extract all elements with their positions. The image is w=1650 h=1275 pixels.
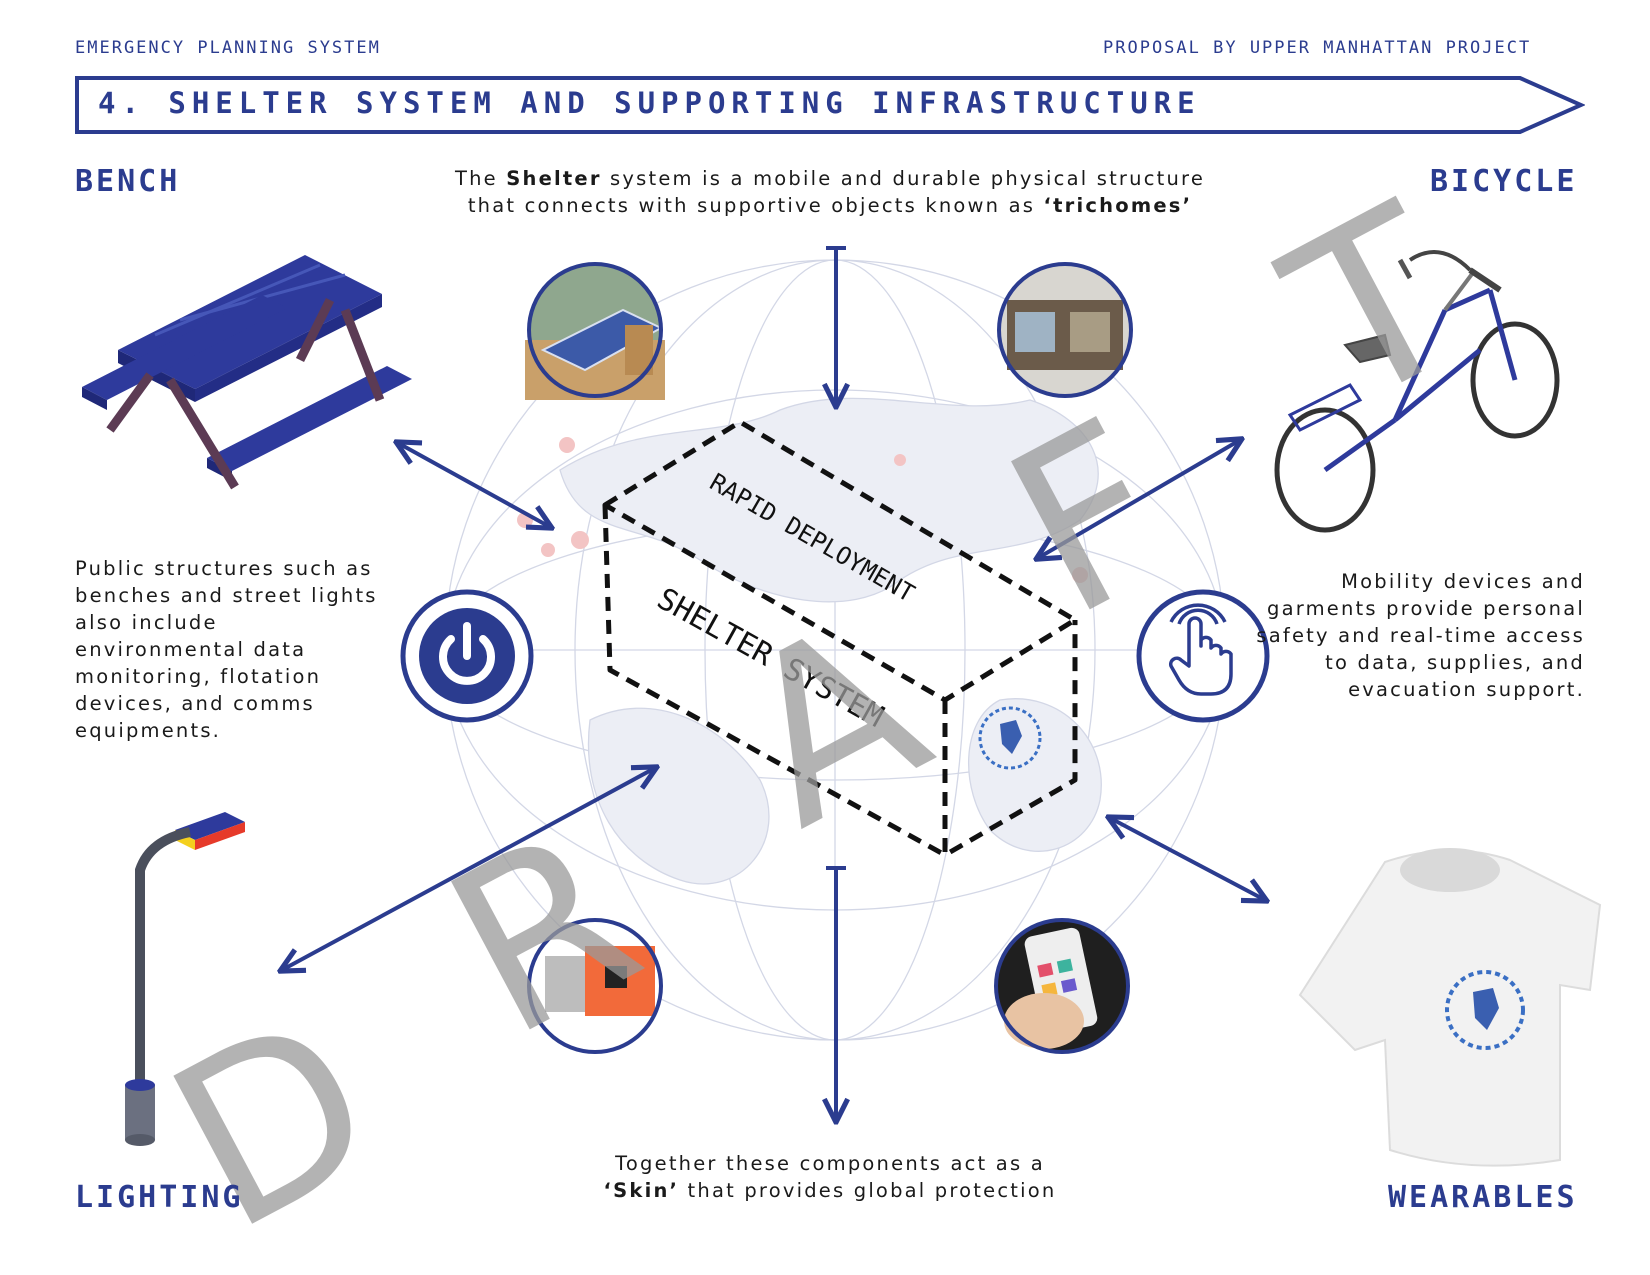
header-right: PROPOSAL BY UPPER MANHATTAN PROJECT [1103,38,1532,58]
banner-title: 4. SHELTER SYSTEM AND SUPPORTING INFRAST… [98,86,1201,120]
header-left: EMERGENCY PLANNING SYSTEM [75,38,381,58]
wearables-illustration [1298,848,1602,1167]
solar-shelter-photo [525,262,665,400]
svg-text:D: D [133,964,415,1275]
category-lighting: LIGHTING [75,1180,244,1215]
category-wearables: WEARABLES [1388,1180,1578,1215]
smartphone-photo [994,918,1130,1054]
arrow-bicycle [1038,440,1240,558]
kiosk-photo [997,262,1133,398]
category-bicycle: BICYCLE [1430,164,1578,199]
arrow-top [826,246,846,405]
banner-frame [75,76,1585,134]
un-emblem-shirt-icon [1445,970,1525,1050]
arrow-lighting [282,768,655,970]
bicycle-illustration [1274,250,1560,533]
shelter-box [602,419,1078,858]
arrow-bench [398,443,550,527]
outro-text: Together these components act as a‘Skin’… [603,1152,1057,1202]
touch-hand-icon [1136,589,1270,723]
left-description: Public structures such as benches and st… [75,557,378,742]
arrow-wearables [1110,818,1265,900]
category-bench: BENCH [75,164,181,199]
arrow-bottom [826,866,846,1120]
lighting-illustration [125,812,245,1146]
intro-text: The Shelter system is a mobile and durab… [454,167,1206,217]
svg-text:T: T [1249,156,1501,459]
bench-illustration [82,255,412,490]
power-icon [400,589,534,723]
right-description: Mobility devices and garments provide pe… [1256,570,1585,701]
circuit-board-photo [527,918,663,1054]
un-emblem-icon [978,706,1042,770]
